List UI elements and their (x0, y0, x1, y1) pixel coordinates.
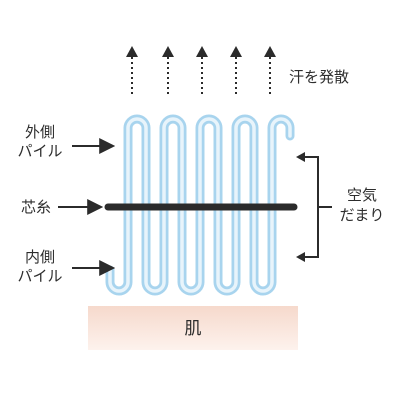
left-arrow-icon (296, 152, 305, 162)
dotted-up-arrow-icon (264, 46, 276, 94)
sweat-arrows (126, 46, 276, 94)
inner-pile-label-line1: 内側 (25, 248, 55, 266)
skin-band (88, 306, 298, 350)
dotted-up-arrow-icon (162, 46, 174, 94)
skin-layer: 肌 (88, 306, 298, 350)
outer-pile-label-line1: 外側 (25, 123, 55, 141)
air-pocket-bracket (296, 152, 332, 262)
sweat-label: 汗を発散 (289, 68, 349, 86)
dotted-up-arrow-icon (230, 46, 242, 94)
core-yarn-label: 芯糸 (21, 198, 51, 216)
skin-label: 肌 (185, 319, 202, 339)
inner-pile-label-line2: パイル (17, 267, 62, 285)
dotted-up-arrow-icon (126, 46, 138, 94)
air-pocket-label-line2: だまり (340, 206, 385, 224)
dotted-up-arrow-icon (196, 46, 208, 94)
air-pocket-label-line1: 空気 (347, 186, 377, 204)
outer-pile-label-line2: パイル (17, 142, 62, 160)
left-arrow-icon (296, 252, 305, 262)
